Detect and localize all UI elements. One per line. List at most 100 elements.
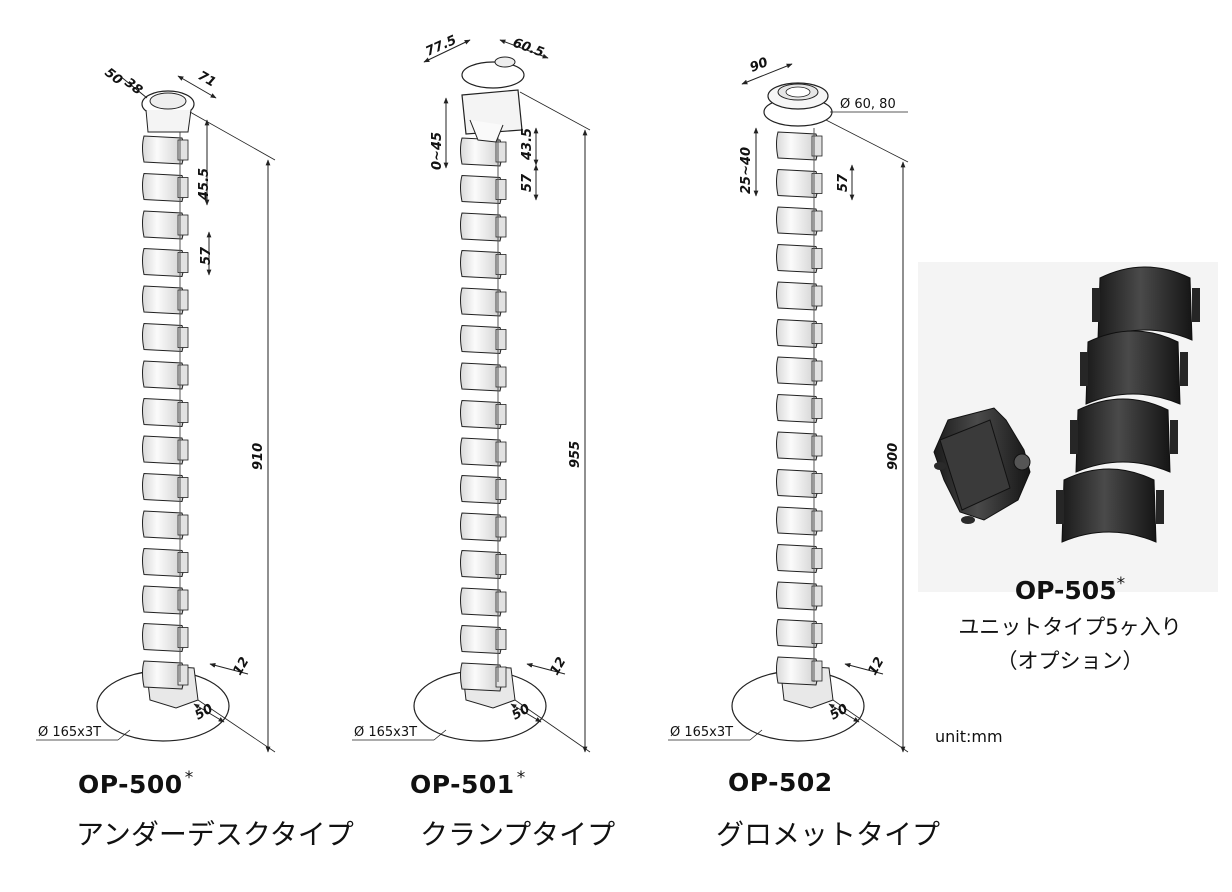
- op-500-dim-foot-offset: 12: [230, 655, 252, 678]
- op-501-dim-base: Ø 165x3T: [354, 725, 417, 740]
- option-unit-block: [1085, 330, 1181, 405]
- spine-segment-clip: [495, 179, 507, 200]
- op-501-model: OP-501*: [410, 768, 526, 799]
- op-502-dim-base: Ø 165x3T: [670, 725, 733, 740]
- op-500-dim-top-inner: 38: [122, 75, 145, 98]
- op-500-model-text: OP-500: [78, 770, 183, 799]
- spine-segment-clip: [495, 291, 507, 313]
- spine-segment-clip: [811, 323, 823, 344]
- option-unit-tab: [1156, 490, 1164, 524]
- spine-segment-clip: [811, 585, 823, 607]
- spine-segment-clip: [811, 360, 823, 382]
- spine-segment-clip: [811, 248, 823, 269]
- op-500-dim-top-depth: 50: [102, 65, 125, 88]
- spine-segment-clip: [177, 627, 189, 648]
- option-unit-block: [1061, 468, 1157, 543]
- op-501-dim-pitch: 57: [520, 173, 535, 192]
- spine-segment-clip: [495, 666, 507, 688]
- spine-segment-clip: [811, 435, 823, 457]
- spine-segment-clip: [495, 554, 507, 575]
- option-unit-tab: [1192, 288, 1200, 322]
- spine-segment-clip: [177, 364, 189, 386]
- op-500-dim-first-pitch: 45.5: [197, 168, 212, 201]
- spine-segment-clip: [495, 141, 507, 163]
- spine-segment-clip: [811, 473, 823, 494]
- spine-segment-clip: [811, 285, 823, 307]
- option-unit-tab: [1180, 352, 1188, 386]
- op-501-dim-clamp-length: 77.5: [424, 33, 459, 60]
- option-unit-tab: [1170, 420, 1178, 454]
- op-502-dim-pitch: 57: [836, 173, 851, 192]
- spine-segment-clip: [811, 548, 823, 569]
- spine-segment-clip: [177, 664, 189, 686]
- spine-segment-clip: [811, 660, 823, 682]
- spine-segment-clip: [177, 514, 189, 536]
- spine-segment-clip: [177, 327, 189, 348]
- op-505-label: OP-505* ユニットタイプ5ヶ入り （オプション）: [930, 574, 1210, 675]
- spine-segment-clip: [177, 177, 189, 198]
- option-unit-tab: [1092, 288, 1100, 322]
- op-500-model: OP-500*: [78, 768, 194, 799]
- spine-segment-clip: [177, 552, 189, 573]
- unit-label: unit:mm: [935, 727, 1003, 746]
- op-501-dim-clamp-range: 0~45: [430, 132, 445, 170]
- spine-segment-clip: [495, 216, 507, 238]
- op-501-type: クランプタイプ: [420, 818, 616, 851]
- op-501-spine: [460, 134, 507, 692]
- op-501-dim-foot-offset: 12: [547, 655, 569, 678]
- spine-segment-clip: [811, 135, 823, 157]
- spine-segment-clip: [495, 366, 507, 388]
- op-501-drawing: 77.5 60.5 0~45 43.5 57 955 12 50 Ø 165x3…: [352, 33, 591, 753]
- op-501-model-text: OP-501: [410, 770, 515, 799]
- spine-segment-clip: [811, 510, 823, 532]
- op-500-dim-pitch: 57: [199, 246, 214, 265]
- spine-segment-clip: [811, 210, 823, 232]
- option-unit-tab: [1070, 420, 1078, 454]
- spine-segment-clip: [495, 629, 507, 650]
- op-501-asterisk: *: [516, 768, 526, 788]
- op-500-dim-height: 910: [251, 443, 266, 470]
- op-505-option-note: （オプション）: [996, 649, 1144, 673]
- op-501-clamp: [461, 56, 525, 143]
- op-505-model-text: OP-505: [1014, 576, 1117, 605]
- spine-segment-clip: [177, 252, 189, 273]
- op-500-spine: [142, 132, 189, 690]
- spine-segment-clip: [177, 214, 189, 236]
- spine-segment-clip: [177, 477, 189, 498]
- op-500-drawing: 50 38 71 45.5 57 910 12 50 Ø 165x3T: [36, 65, 276, 753]
- op-500-type: アンダーデスクタイプ: [76, 818, 354, 851]
- spine-segment-clip: [177, 289, 189, 311]
- op-501-dim-height: 955: [568, 441, 583, 468]
- op-505-description: ユニットタイプ5ヶ入り: [958, 615, 1182, 639]
- op-500-asterisk: *: [184, 768, 194, 788]
- op-501-dim-first-pitch: 43.5: [520, 128, 535, 161]
- spine-segment-clip: [495, 254, 507, 275]
- op-502-drawing: 90 Ø 60, 80 25~40 57 900 12 50 Ø 165x3T: [668, 55, 909, 753]
- spine-segment-clip: [177, 439, 189, 461]
- op-502-dim-desk-range: 25~40: [739, 147, 754, 194]
- op-505-asterisk: *: [1116, 574, 1126, 594]
- op-502-model-text: OP-502: [728, 768, 833, 797]
- op-505-stacked-units: [1056, 266, 1200, 543]
- op-502-type: グロメットタイプ: [716, 818, 941, 851]
- spine-segment-clip: [811, 398, 823, 419]
- spine-segment-clip: [811, 173, 823, 194]
- op-500-dim-top-width: 71: [195, 68, 218, 90]
- op-500-dim-base: Ø 165x3T: [38, 725, 101, 740]
- spine-segment-clip: [177, 402, 189, 423]
- spine-segment-clip: [495, 404, 507, 425]
- op-500-top-cap: [141, 90, 195, 133]
- option-unit-tab: [1056, 490, 1064, 524]
- spine-segment-clip: [495, 516, 507, 538]
- option-unit-block: [1097, 266, 1193, 341]
- op-501-dim-clamp-width: 60.5: [511, 36, 546, 61]
- op-505-single-unit: [933, 407, 1031, 524]
- option-unit-block: [1075, 398, 1171, 473]
- spine-segment-clip: [495, 441, 507, 463]
- spine-segment-clip: [177, 139, 189, 161]
- op-502-dim-height: 900: [886, 443, 901, 470]
- spine-segment-clip: [177, 589, 189, 611]
- spine-segment-clip: [495, 591, 507, 613]
- op-502-dim-grommet-width: 90: [748, 55, 770, 76]
